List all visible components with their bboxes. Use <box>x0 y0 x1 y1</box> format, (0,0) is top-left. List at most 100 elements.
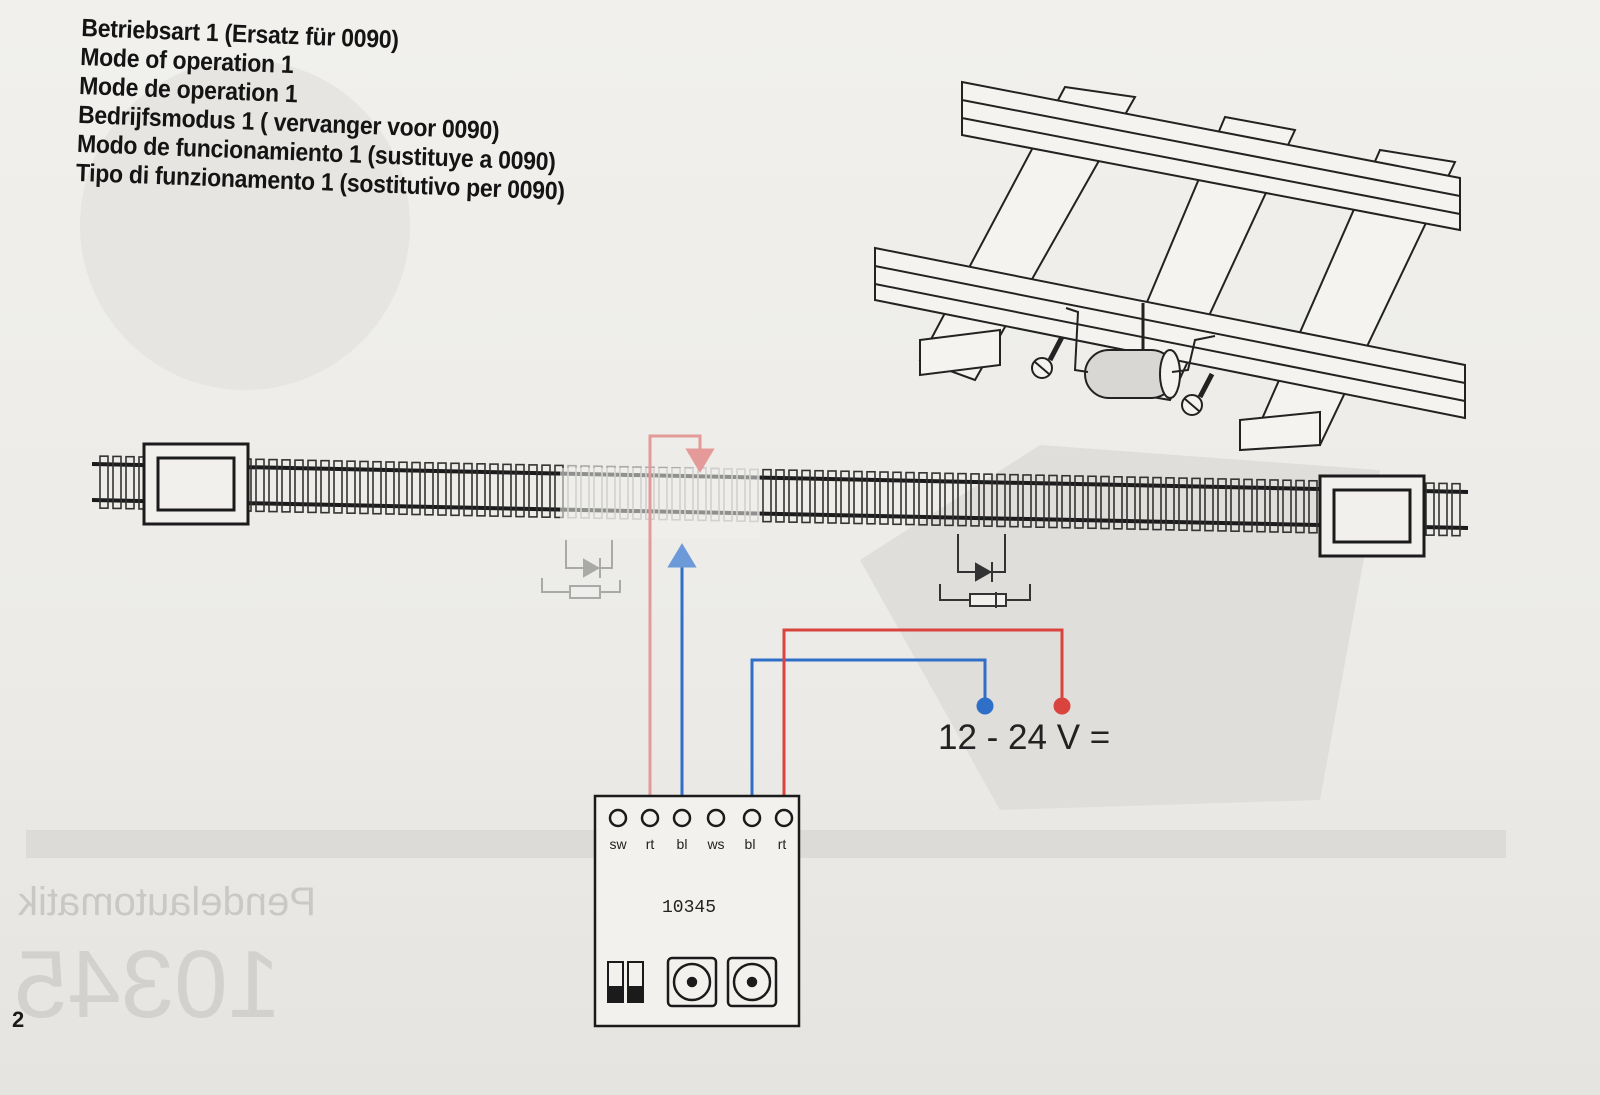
track-sleeper <box>1217 478 1227 532</box>
track-sleeper <box>385 461 395 515</box>
wire-blue-supply <box>750 658 987 798</box>
supply-terminal-red <box>1053 697 1071 715</box>
track-sleeper <box>866 470 876 525</box>
track-sleeper <box>983 473 993 527</box>
terminal-label-bl-2: bl <box>744 836 756 852</box>
track-sleeper <box>346 460 356 514</box>
track-sleeper <box>996 473 1006 528</box>
right-track-section-box <box>1318 474 1426 558</box>
track-sleeper <box>372 460 382 515</box>
wire-red-track-tip <box>685 448 715 473</box>
wire-blue-track-tip <box>667 543 697 568</box>
watermark-circle <box>80 60 410 390</box>
track-sleeper <box>125 455 135 510</box>
track-sleeper <box>1126 476 1136 530</box>
watermark-product-name: Pendelautomatik <box>18 880 316 924</box>
watermark-product-number: 10345 <box>14 931 281 1038</box>
track-sleeper <box>1256 478 1266 533</box>
track-sleeper <box>1100 475 1110 530</box>
track-sleeper <box>1074 475 1084 529</box>
track-sleeper <box>268 458 278 513</box>
track-detail-illustration <box>874 80 1466 452</box>
track-sleeper <box>1308 479 1318 534</box>
terminal-screw-rt-1 <box>640 808 660 828</box>
track-sleeper <box>1451 482 1461 537</box>
track-sleeper <box>99 455 109 509</box>
track-sleeper <box>307 459 317 514</box>
track-sleeper <box>1425 482 1435 536</box>
track-sleeper <box>1282 479 1292 534</box>
terminal-screw-ws-3 <box>706 808 726 828</box>
terminal-label-bl-1: bl <box>676 836 688 852</box>
track-sleeper <box>424 461 434 516</box>
track-sleeper <box>905 471 915 526</box>
track-sleeper <box>1009 473 1019 528</box>
terminal-screw-bl-4 <box>742 808 762 828</box>
track-sleeper <box>814 469 824 524</box>
track-sleeper <box>281 459 291 513</box>
track-sleeper <box>398 461 408 516</box>
title-block: Betriebsart 1 (Ersatz für 0090) Mode of … <box>75 14 613 208</box>
track-sleeper <box>931 472 941 526</box>
potentiometer-2 <box>726 956 778 1008</box>
track-sleeper <box>918 472 928 526</box>
track-faded-section <box>560 468 760 538</box>
track-sleeper <box>528 464 538 518</box>
track-sleeper <box>1230 478 1240 532</box>
track-sleeper <box>1295 479 1305 534</box>
track-sleeper <box>1087 475 1097 530</box>
track-sleeper <box>255 458 265 513</box>
terminal-label-rt-1: rt <box>645 836 655 852</box>
supply-terminal-blue <box>976 697 994 715</box>
track-sleeper <box>515 463 525 518</box>
track-sleeper <box>762 468 772 523</box>
track-sleeper <box>801 469 811 524</box>
track-sleeper <box>775 469 785 523</box>
background-shadow <box>860 445 1380 810</box>
potentiometer-1 <box>666 956 718 1008</box>
track-sleeper <box>970 473 980 527</box>
supply-voltage-label: 12 - 24 V = <box>938 718 1111 757</box>
device-id-label: 10345 <box>662 898 717 918</box>
track-sleeper <box>1204 477 1214 532</box>
track-sleeper <box>476 463 486 517</box>
left-track-section-box <box>142 442 250 526</box>
track-sleeper <box>1048 474 1058 529</box>
terminal-screw-rt-5 <box>774 808 794 828</box>
track-sleeper <box>1035 474 1045 529</box>
track-sleeper <box>840 470 850 525</box>
wiring <box>648 434 1071 798</box>
diode-symbol-left <box>541 540 621 599</box>
track-sleeper <box>957 472 967 527</box>
track-sleeper <box>892 471 902 526</box>
track-sleeper <box>1022 474 1032 528</box>
track-sleeper <box>1165 477 1175 531</box>
terminal-screw-sw-0 <box>608 808 628 828</box>
main-track <box>91 442 1469 558</box>
track-sleeper <box>879 471 889 525</box>
track-sleeper <box>450 462 460 517</box>
track-sleeper <box>1178 477 1188 531</box>
track-sleeper <box>541 464 551 518</box>
track-sleeper <box>294 459 304 513</box>
track-sleeper <box>359 460 369 515</box>
terminal-label-sw: sw <box>609 836 627 852</box>
track-sleeper <box>1438 482 1448 537</box>
track-sleeper <box>1061 474 1071 529</box>
track-sleeper <box>333 460 343 514</box>
track-sleeper <box>320 459 330 514</box>
track-sleeper <box>502 463 512 518</box>
track-sleeper <box>463 462 473 517</box>
terminal-label-rt-2: rt <box>777 836 787 852</box>
track-sleeper <box>489 463 499 517</box>
track-sleeper <box>1113 475 1123 530</box>
track-sleeper <box>1152 476 1162 531</box>
track-sleeper <box>112 455 122 510</box>
terminal-label-ws: ws <box>707 836 725 852</box>
control-module-10345 <box>593 794 801 1028</box>
page-number: 2 <box>12 1007 25 1032</box>
track-sleeper <box>1269 479 1279 533</box>
track-sleeper <box>1139 476 1149 531</box>
track-sleeper <box>944 472 954 527</box>
